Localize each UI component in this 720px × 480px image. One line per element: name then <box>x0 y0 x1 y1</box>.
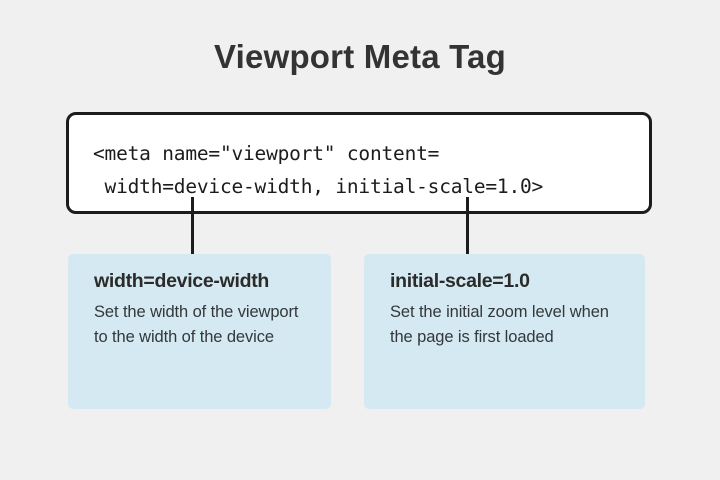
connector-line-left <box>191 197 194 255</box>
callout-body-width: Set the width of the viewport to the wid… <box>94 303 299 346</box>
code-snippet-box: <meta name="viewport" content= width=dev… <box>66 112 652 214</box>
code-line-2: width=device-width, initial-scale=1.0> <box>93 175 544 198</box>
callout-width-device-width: width=device-width Set the width of the … <box>68 254 331 409</box>
page-title: Viewport Meta Tag <box>214 38 506 75</box>
connector-line-right <box>466 197 469 255</box>
callout-body-initial-scale: Set the initial zoom level when the page… <box>390 303 609 346</box>
callout-heading-initial-scale: initial-scale=1.0 <box>390 270 530 292</box>
code-line-1: <meta name="viewport" content= <box>93 142 440 165</box>
callout-heading-width: width=device-width <box>94 270 269 292</box>
callout-initial-scale: initial-scale=1.0 Set the initial zoom l… <box>364 254 645 409</box>
